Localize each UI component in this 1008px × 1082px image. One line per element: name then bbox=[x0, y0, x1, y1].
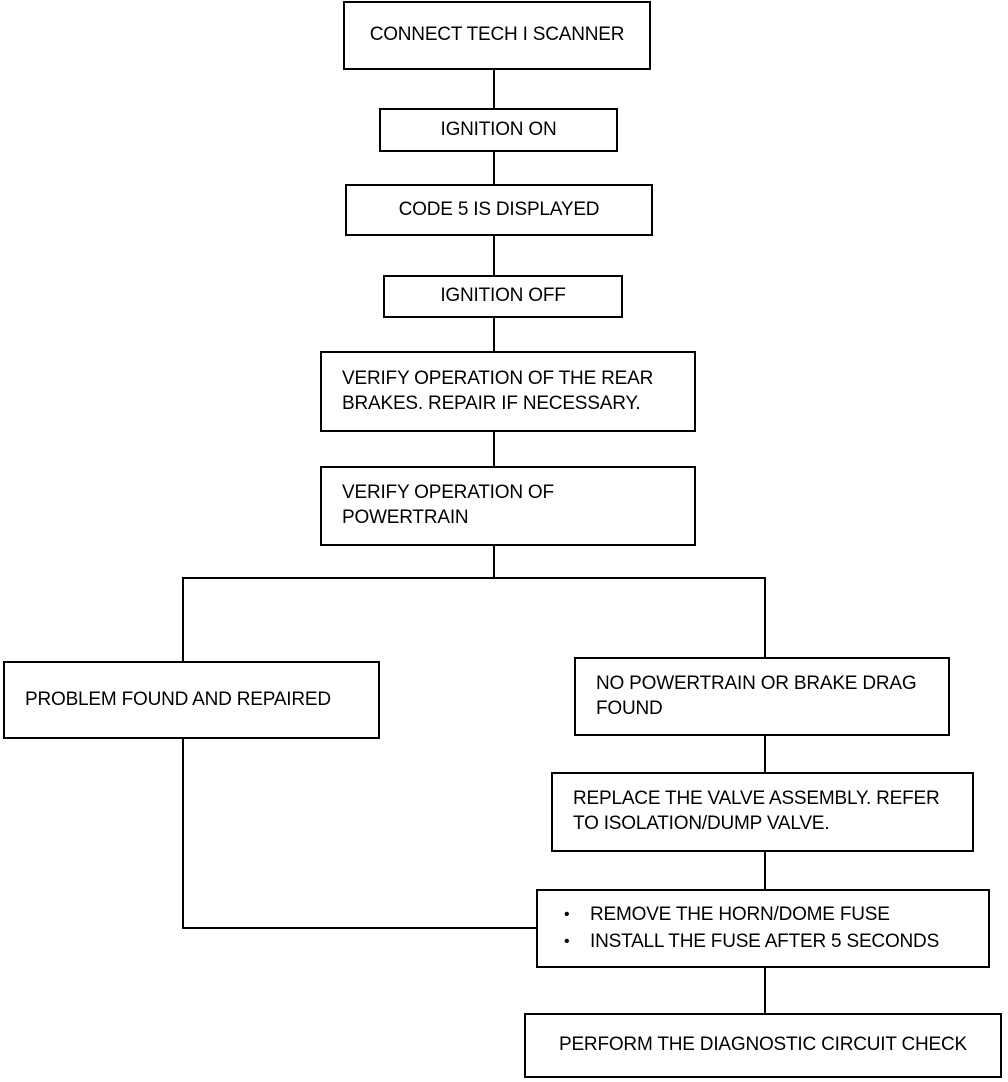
fuse-action-install: INSTALL THE FUSE AFTER 5 SECONDS bbox=[590, 930, 940, 952]
connector-problem-found-to-fuse bbox=[182, 739, 536, 929]
bullet-icon: • bbox=[564, 905, 570, 923]
step-code5-displayed: CODE 5 IS DISPLAYED bbox=[345, 184, 653, 236]
step-diagnostic-circuit-check: PERFORM THE DIAGNOSTIC CIRCUIT CHECK bbox=[524, 1013, 1002, 1078]
step-verify-powertrain: VERIFY OPERATION OF POWERTRAIN bbox=[320, 466, 696, 546]
step-ignition-off: IGNITION OFF bbox=[383, 275, 623, 318]
step-verify-powertrain-label: VERIFY OPERATION OF POWERTRAIN bbox=[342, 482, 554, 528]
fuse-action-remove: REMOVE THE HORN/DOME FUSE bbox=[590, 903, 890, 925]
step-verify-brakes-line-1: VERIFY OPERATION OF THE REAR bbox=[342, 367, 654, 389]
step-replace-valve-assembly: REPLACE THE VALVE ASSEMBLY. REFER TO ISO… bbox=[551, 772, 974, 852]
step-replace-valve-line-2: TO ISOLATION/DUMP VALVE. bbox=[573, 813, 830, 834]
connector-split-to-no-drag bbox=[494, 577, 766, 657]
fuse-action-item: • REMOVE THE HORN/DOME FUSE bbox=[564, 902, 939, 929]
fuse-action-item: • INSTALL THE FUSE AFTER 5 SECONDS bbox=[564, 929, 939, 956]
step-ignition-on: IGNITION ON bbox=[379, 108, 618, 152]
bullet-icon: • bbox=[564, 932, 570, 950]
step-no-drag-line-1: NO POWERTRAIN OR BRAKE DRAG bbox=[596, 672, 917, 694]
step-connect-scanner-label: CONNECT TECH I SCANNER bbox=[369, 24, 625, 46]
step-code5-label: CODE 5 IS DISPLAYED bbox=[398, 198, 600, 220]
step-diagnostic-label: PERFORM THE DIAGNOSTIC CIRCUIT CHECK bbox=[558, 1034, 968, 1056]
step-no-powertrain-or-brake-drag: NO POWERTRAIN OR BRAKE DRAG FOUND bbox=[574, 657, 950, 736]
step-ignition-off-label: IGNITION OFF bbox=[440, 285, 566, 307]
step-connect-scanner: CONNECT TECH I SCANNER bbox=[343, 1, 651, 70]
fuse-action-list: • REMOVE THE HORN/DOME FUSE • INSTALL TH… bbox=[564, 902, 939, 956]
step-problem-found-label: PROBLEM FOUND AND REPAIRED bbox=[25, 688, 331, 710]
step-problem-found-repaired: PROBLEM FOUND AND REPAIRED bbox=[3, 661, 380, 739]
step-ignition-on-label: IGNITION ON bbox=[440, 118, 557, 140]
step-fuse-actions: • REMOVE THE HORN/DOME FUSE • INSTALL TH… bbox=[536, 889, 990, 968]
connector-powertrain-split bbox=[182, 546, 495, 661]
step-verify-rear-brakes: VERIFY OPERATION OF THE REAR BRAKES. REP… bbox=[320, 351, 696, 432]
step-replace-valve-line-1: REPLACE THE VALVE ASSEMBLY. REFER bbox=[573, 788, 940, 810]
step-verify-brakes-line-2: BRAKES. REPAIR IF NECESSARY. bbox=[342, 392, 641, 414]
step-no-drag-line-2: FOUND bbox=[596, 697, 663, 719]
